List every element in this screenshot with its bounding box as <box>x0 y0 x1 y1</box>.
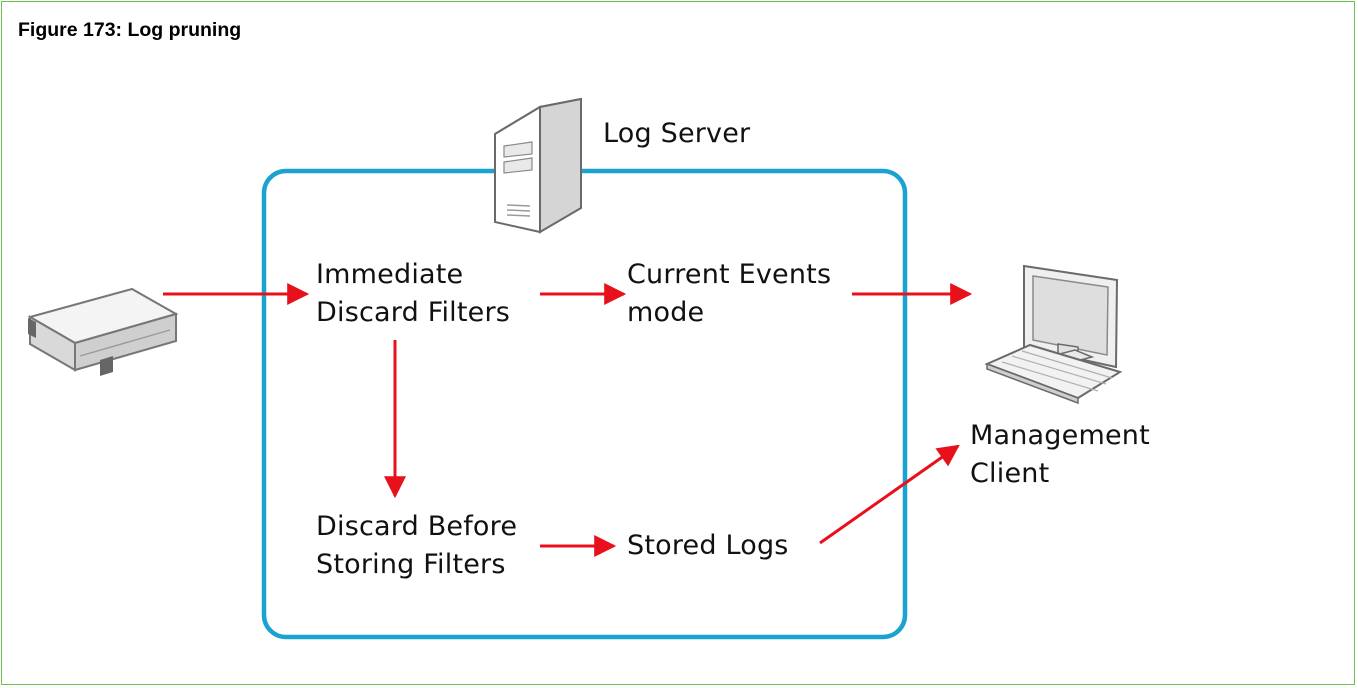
log-server-label: Log Server <box>603 118 751 149</box>
network-appliance-icon <box>27 287 179 376</box>
arrow-stored-to-client <box>819 444 960 545</box>
log-server-boundary <box>261 168 908 640</box>
figure-title: Figure 173: Log pruning <box>18 19 242 41</box>
stored-logs-label: Stored Logs <box>627 530 789 561</box>
immediate-discard-filters-label: Immediate Discard Filters <box>316 259 511 328</box>
current-events-mode-label: Current Events mode <box>627 259 832 328</box>
server-tower-icon <box>494 97 582 234</box>
desktop-computer-icon <box>984 264 1123 405</box>
discard-before-storing-filters-label: Discard Before Storing Filters <box>316 511 518 580</box>
management-client-label: Management Client <box>970 420 1150 489</box>
